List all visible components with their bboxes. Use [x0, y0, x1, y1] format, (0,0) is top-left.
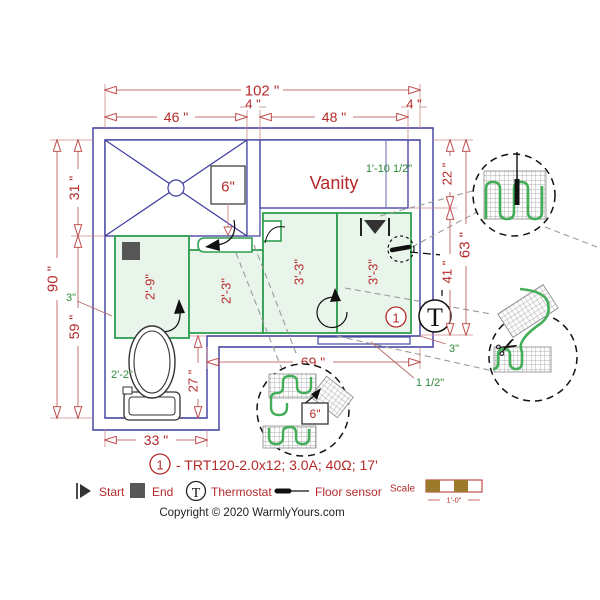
vanity: Vanity 1'-10 1/2" — [259, 139, 412, 209]
legend-floor-sensor-label: Floor sensor — [315, 485, 382, 499]
shower-partition-wall — [246, 139, 261, 237]
detail-circle-scissors: ✂ — [488, 284, 578, 402]
circuit-number-badge-legend — [149, 453, 171, 475]
toilet-bowl-inner — [133, 330, 171, 394]
dim-shower-depth: 31 " — [66, 176, 82, 200]
cable-return-channel — [197, 237, 253, 253]
mat-end-marker-icon — [122, 242, 140, 260]
note-toilet-space: 2'-2" — [111, 369, 133, 381]
dim-shower-width: 46 " — [164, 109, 188, 125]
detail-circle-spacing: 6" — [256, 363, 354, 457]
legend-scale-label: Scale — [390, 484, 415, 495]
scale-bar-value: 1'-0" — [447, 496, 462, 505]
mat-3-notch — [262, 220, 282, 242]
shower: 6" — [104, 139, 261, 237]
legend-end-icon — [130, 483, 145, 498]
toilet-flush-handle — [122, 386, 133, 395]
circuit-number-badge: 1 — [385, 306, 407, 328]
door-threshold — [317, 336, 411, 345]
dimension-labels: 102 " 46 " 48 " 4 " 4 " 90 " 31 " 59 " 2… — [44, 82, 473, 448]
wall-outer-outline — [92, 127, 434, 431]
dim-bottom-left-width: 33 " — [144, 432, 168, 448]
legend: Start End T Thermostat Floor sensor Scal… — [76, 479, 483, 505]
heating-cable-spacing-top — [269, 374, 313, 417]
note-threshold: 1 1/2" — [416, 377, 444, 389]
legend-thermostat-icon — [185, 480, 207, 502]
floor-sensor-symbol — [387, 235, 415, 263]
mat-1-length-label: 2'-9" — [143, 274, 158, 300]
circuit-number: 1 — [392, 311, 399, 326]
dim-left-lower: 59 " — [66, 315, 82, 339]
heating-cable-turn-detail — [492, 287, 550, 371]
dim-left-total: 90 " — [44, 266, 61, 292]
legend-end-label: End — [152, 485, 173, 499]
heating-cable-detail — [484, 180, 544, 221]
mesh-mat-cut-top — [497, 284, 559, 338]
dim-vanity-depth: 22 " — [440, 162, 455, 185]
scale-bar: 1'-0" — [425, 479, 483, 505]
legend-start-icon — [76, 483, 91, 499]
legend-start-label: Start — [99, 485, 125, 499]
cable-direction-arrows — [155, 219, 348, 333]
note-right-clearance: 3" — [449, 343, 459, 355]
heating-cable-spacing-bottom — [267, 425, 311, 446]
circuit-spec-row: 1 - TRT120-2.0x12; 3.0A; 40Ω; 17' — [149, 453, 378, 475]
dim-total-width: 102 " — [245, 82, 280, 99]
shower-callout-arrow — [223, 226, 233, 237]
toilet — [122, 325, 181, 421]
shower-drain-icon — [167, 179, 185, 197]
vanity-cabinet — [259, 139, 409, 209]
mat-start-marker-icon — [360, 218, 390, 236]
mat-2-length-label: 2'-3" — [219, 278, 234, 304]
circuit-number-legend: 1 — [156, 458, 163, 473]
thermostat-letter: T — [427, 303, 443, 332]
dim-right-total: 63 " — [456, 232, 473, 258]
spacing-callout-box — [301, 402, 329, 425]
dim-gap-right: 4 " — [406, 97, 422, 112]
mat-3-length-label: 3'-3" — [292, 259, 307, 285]
dim-gap-left: 4 " — [245, 97, 261, 112]
detail-circle-sensor — [472, 152, 556, 237]
spacing-arrow-head — [311, 388, 321, 400]
clearance-notes: 3" 3" 1 1/2" 2'-2" — [66, 292, 459, 389]
heating-mats: 2'-9" 2'-3" 3'-3" 3'-3" — [114, 212, 412, 339]
circuit-spec-text: - TRT120-2.0x12; 3.0A; 40Ω; 17' — [176, 457, 378, 473]
vanity-label: Vanity — [310, 173, 359, 193]
shower-curb-label: 6" — [221, 178, 235, 195]
spacing-value: 6" — [310, 407, 321, 421]
toilet-tank-inner — [128, 396, 176, 416]
thermostat-symbol: T — [418, 299, 452, 333]
note-left-clearance: 3" — [66, 292, 76, 304]
legend-thermostat-label: Thermostat — [211, 485, 272, 499]
dim-right-lower: 41 " — [440, 260, 455, 283]
vanity-overhang-note: 1'-10 1/2" — [366, 163, 412, 175]
dim-vanity-width: 48 " — [322, 109, 346, 125]
legend-thermostat-letter: T — [192, 486, 201, 501]
dim-step-height: 27 " — [186, 369, 201, 392]
mat-4-length-label: 3'-3" — [366, 259, 381, 285]
mesh-mat-spacing-top — [268, 373, 317, 399]
copyright-text: Copyright © 2020 WarmlyYours.com — [159, 507, 344, 519]
